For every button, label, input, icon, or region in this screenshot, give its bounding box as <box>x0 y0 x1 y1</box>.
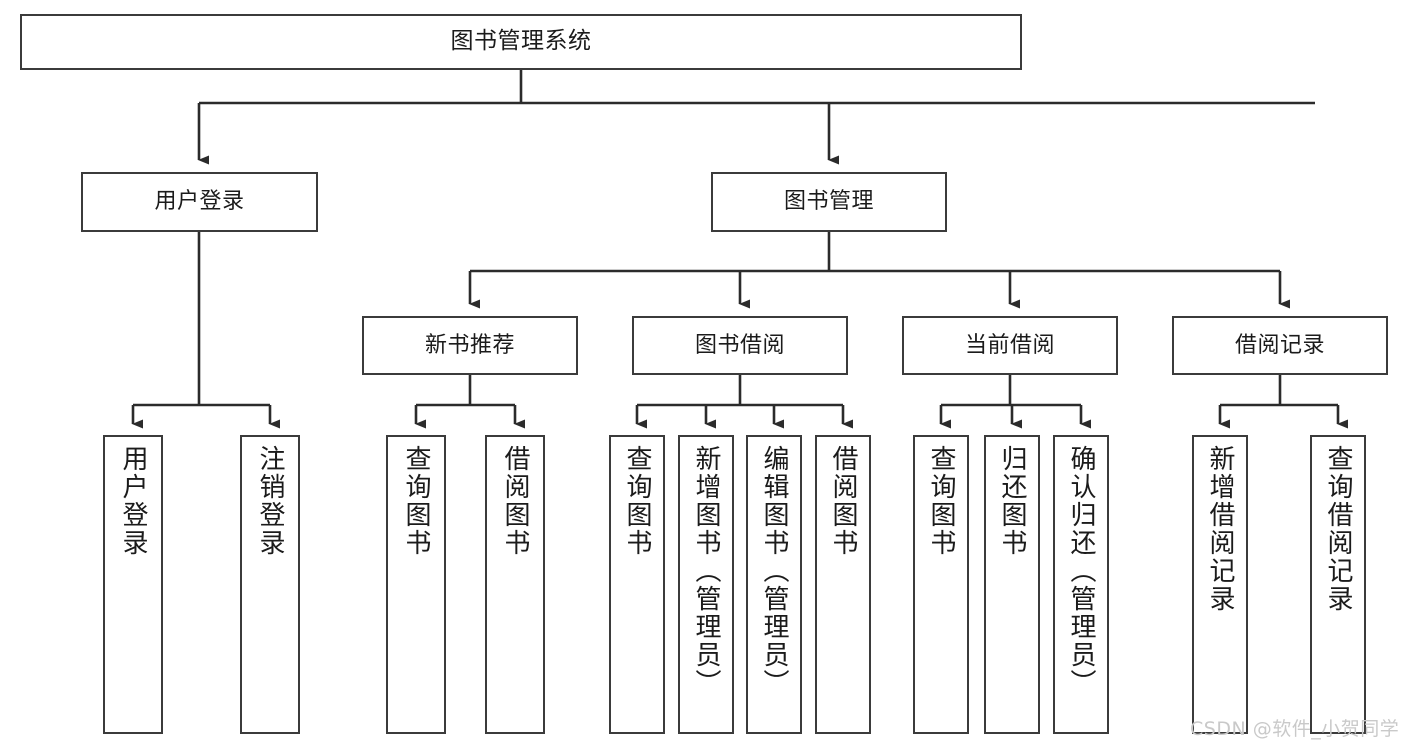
node-leaf-borrow-book-rec-label: 借阅图书 <box>500 445 530 557</box>
node-leaf-add-record[interactable]: 新增借阅记录 <box>1192 435 1248 734</box>
node-leaf-borrow-book-bb-label: 借阅图书 <box>828 445 858 557</box>
node-leaf-query-book-cb-label: 查询图书 <box>926 445 956 557</box>
node-leaf-query-book-rec-label: 查询图书 <box>401 445 431 557</box>
node-leaf-query-book-bb[interactable]: 查询图书 <box>609 435 665 734</box>
node-leaf-query-record[interactable]: 查询借阅记录 <box>1310 435 1366 734</box>
node-leaf-return-book-label: 归还图书 <box>997 445 1027 557</box>
node-book-borrow[interactable]: 图书借阅 <box>632 316 848 375</box>
node-leaf-borrow-book-bb[interactable]: 借阅图书 <box>815 435 871 734</box>
node-root[interactable]: 图书管理系统 <box>20 14 1022 70</box>
node-user-login-label: 用户登录 <box>154 189 245 215</box>
node-leaf-query-book-rec[interactable]: 查询图书 <box>386 435 446 734</box>
node-new-book-rec[interactable]: 新书推荐 <box>362 316 578 375</box>
node-book-borrow-label: 图书借阅 <box>694 332 785 358</box>
node-leaf-confirm-return[interactable]: 确认归还（管理员） <box>1053 435 1109 734</box>
node-leaf-return-book[interactable]: 归还图书 <box>984 435 1040 734</box>
node-leaf-edit-book-label: 编辑图书（管理员） <box>759 445 789 697</box>
node-leaf-logout[interactable]: 注销登录 <box>240 435 300 734</box>
node-leaf-add-book-label: 新增图书（管理员） <box>691 445 721 697</box>
node-book-manage-label: 图书管理 <box>783 189 874 215</box>
node-borrow-record[interactable]: 借阅记录 <box>1172 316 1388 375</box>
node-leaf-borrow-book-rec[interactable]: 借阅图书 <box>485 435 545 734</box>
node-current-borrow-label: 当前借阅 <box>964 332 1055 358</box>
node-borrow-record-label: 借阅记录 <box>1234 332 1325 358</box>
node-leaf-edit-book[interactable]: 编辑图书（管理员） <box>746 435 802 734</box>
node-leaf-user-login-label: 用户登录 <box>118 445 148 557</box>
node-leaf-add-record-label: 新增借阅记录 <box>1205 445 1235 613</box>
watermark: CSDN @软件_小贺同学 <box>1190 718 1400 740</box>
node-user-login[interactable]: 用户登录 <box>81 172 318 232</box>
node-root-label: 图书管理系统 <box>450 28 592 55</box>
node-leaf-query-record-label: 查询借阅记录 <box>1323 445 1353 613</box>
node-leaf-query-book-cb[interactable]: 查询图书 <box>913 435 969 734</box>
node-leaf-confirm-return-label: 确认归还（管理员） <box>1066 445 1096 697</box>
node-leaf-user-login[interactable]: 用户登录 <box>103 435 163 734</box>
node-leaf-query-book-bb-label: 查询图书 <box>622 445 652 557</box>
node-book-manage[interactable]: 图书管理 <box>711 172 947 232</box>
node-leaf-add-book[interactable]: 新增图书（管理员） <box>678 435 734 734</box>
node-current-borrow[interactable]: 当前借阅 <box>902 316 1118 375</box>
node-new-book-rec-label: 新书推荐 <box>424 332 515 358</box>
node-leaf-logout-label: 注销登录 <box>255 445 285 557</box>
